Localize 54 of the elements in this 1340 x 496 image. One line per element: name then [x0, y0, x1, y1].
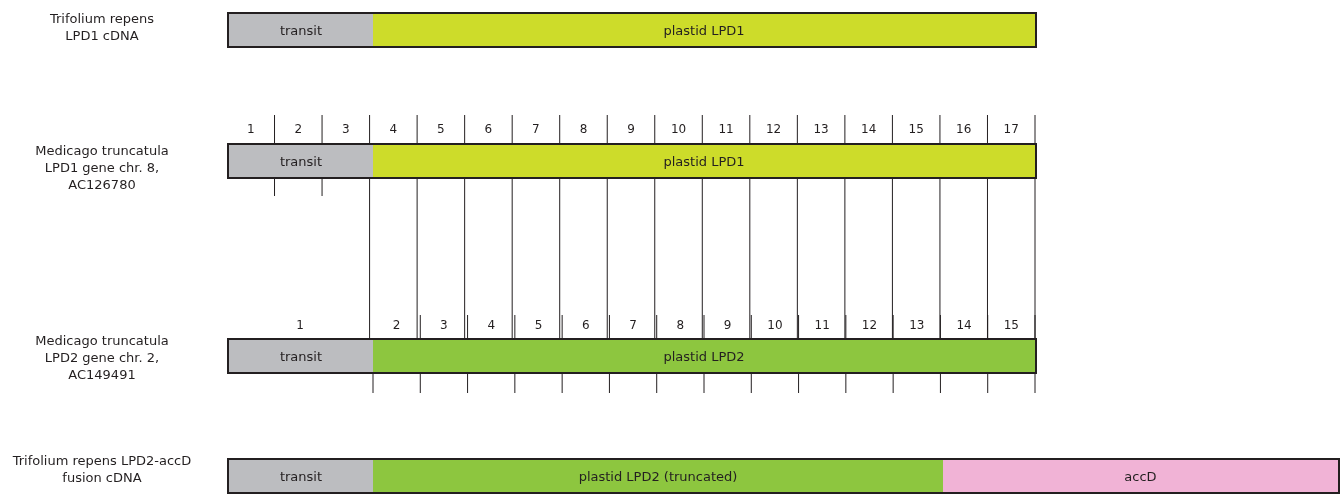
exon-number: 17	[1002, 122, 1020, 136]
segment-label: transit	[279, 22, 323, 38]
transit-segment	[227, 458, 375, 494]
transit-segment	[227, 338, 375, 374]
transit-segment	[227, 143, 375, 179]
accd-segment	[943, 458, 1340, 494]
exon-number: 9	[722, 318, 733, 332]
exon-number: 12	[764, 122, 783, 136]
row-label: Medicago truncatula LPD1 gene chr. 8, AC126780	[34, 142, 170, 193]
plastid-segment	[373, 12, 1037, 48]
exon-number: 4	[486, 318, 496, 332]
segment-label: plastid LPD2 (truncated)	[578, 468, 738, 484]
exon-number: 1	[245, 122, 256, 136]
exon-number: 3	[439, 318, 449, 332]
exon-number: 6	[580, 318, 591, 332]
exon-number: 11	[813, 318, 831, 332]
exon-number: 10	[669, 122, 688, 136]
exon-number: 8	[675, 318, 686, 332]
exon-number: 2	[391, 318, 402, 332]
exon-number: 5	[533, 318, 544, 332]
exon-number: 4	[388, 122, 399, 136]
exon-number: 1	[295, 318, 305, 332]
exon-number: 15	[1002, 318, 1020, 332]
exon-number: 6	[483, 122, 494, 136]
exon-number: 14	[860, 122, 878, 136]
segment-label: accD	[1124, 468, 1157, 484]
row-label: Trifolium repens LPD2-accD fusion cDNA	[12, 452, 192, 486]
exon-number: 13	[812, 122, 830, 136]
exon-number: 11	[717, 122, 735, 136]
segment-label: transit	[279, 153, 323, 169]
plastid-segment	[373, 338, 1037, 374]
transit-segment	[227, 12, 375, 48]
exon-number: 12	[860, 318, 879, 332]
exon-number: 2	[293, 122, 304, 136]
row-label: Trifolium repens LPD1 cDNA	[48, 10, 156, 44]
exon-number: 8	[578, 122, 589, 136]
exon-number: 7	[531, 122, 541, 136]
exon-number: 3	[341, 122, 351, 136]
row-label: Medicago truncatula LPD2 gene chr. 2, AC149491	[34, 332, 170, 383]
segment-label: plastid LPD1	[663, 22, 745, 38]
exon-number: 13	[908, 318, 926, 332]
segment-label: plastid LPD2	[663, 348, 745, 364]
segment-label: plastid LPD1	[663, 153, 745, 169]
exon-number: 9	[626, 122, 636, 136]
segment-label: transit	[279, 348, 323, 364]
segment-label: transit	[279, 468, 323, 484]
exon-number: 16	[955, 122, 973, 136]
exon-number: 15	[907, 122, 925, 136]
exon-number: 5	[436, 122, 446, 136]
exon-number: 14	[955, 318, 973, 332]
exon-number: 10	[766, 318, 784, 332]
plastid-segment	[373, 143, 1037, 179]
exon-number: 7	[628, 318, 638, 332]
plastid-segment	[373, 458, 945, 494]
